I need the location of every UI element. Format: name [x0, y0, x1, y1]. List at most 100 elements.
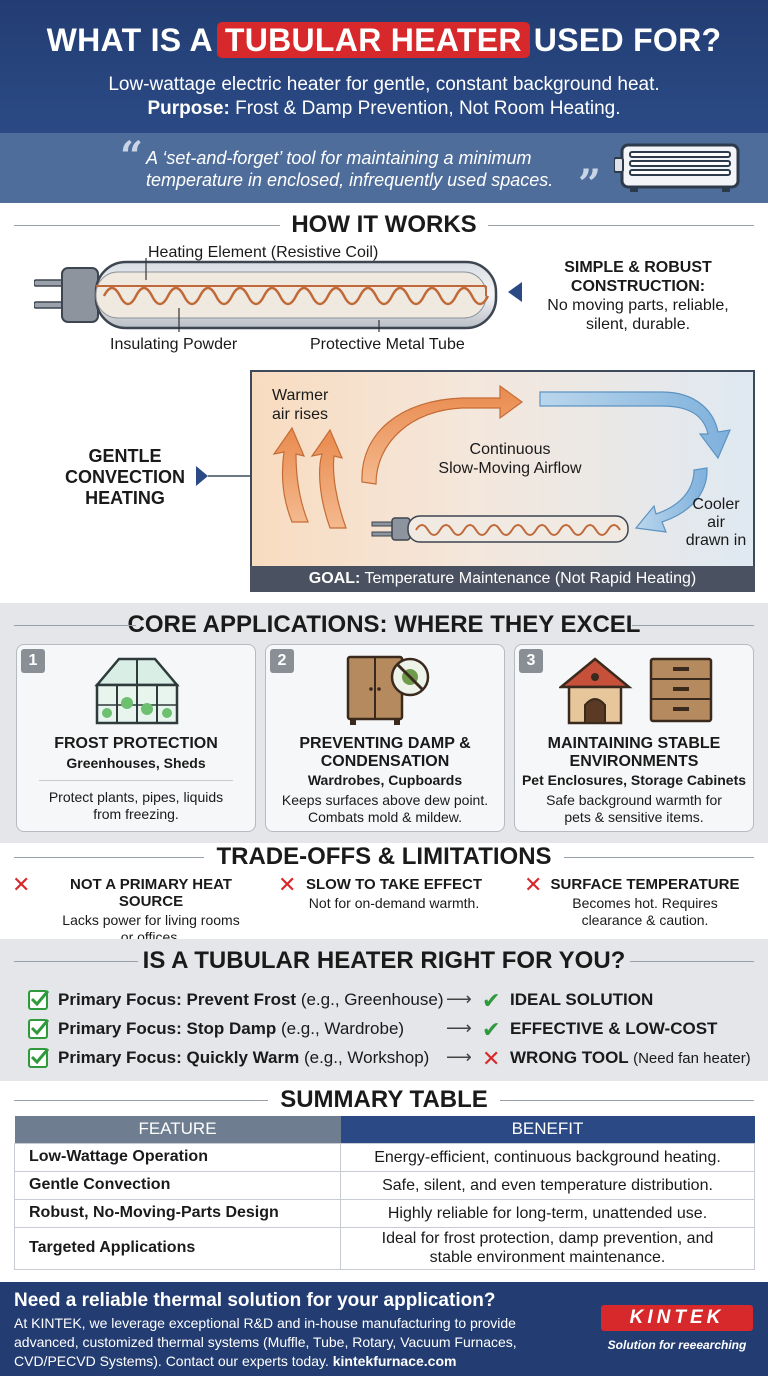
- benefit-cell: Energy-efficient, continuous background …: [340, 1142, 755, 1172]
- column-header-feature: FEATURE: [14, 1116, 341, 1143]
- decision-result: IDEAL SOLUTION: [510, 990, 654, 1009]
- greenhouse-icon: [94, 657, 180, 725]
- card-description: Protect plants, pipes, liquids from free…: [17, 789, 255, 823]
- card-title-line2: ENVIRONMENTS: [569, 753, 699, 770]
- tradeoff-desc-line1: Becomes hot. Requires: [572, 895, 718, 911]
- warm-line2: air rises: [272, 406, 329, 423]
- card-title: MAINTAINING STABLE ENVIRONMENTS: [515, 735, 753, 771]
- benefit-line1: Ideal for frost protection, damp prevent…: [381, 1230, 714, 1247]
- focus-text: Primary Focus: Stop Damp: [58, 1019, 277, 1038]
- arrow-right-icon: ⟶: [446, 1047, 472, 1067]
- card-title: PREVENTING DAMP & CONDENSATION: [266, 735, 504, 771]
- decision-row: Primary Focus: Stop Damp (e.g., Wardrobe…: [0, 1017, 768, 1042]
- feature-cell: Targeted Applications: [14, 1226, 341, 1270]
- construction-title-line2: CONSTRUCTION:: [570, 278, 706, 295]
- tradeoff-desc-line1: Lacks power for living rooms: [62, 912, 240, 928]
- goal-text: Temperature Maintenance (Not Rapid Heati…: [364, 570, 697, 587]
- right-for-you-title: IS A TUBULAR HEATER RIGHT FOR YOU?: [0, 947, 768, 975]
- decision-focus: Primary Focus: Stop Damp (e.g., Wardrobe…: [58, 1019, 404, 1039]
- checkbox-icon: [28, 1048, 49, 1068]
- application-card-frost: 1 FROST PROTECTION Greenhouses, Sheds Pr…: [16, 644, 256, 832]
- arrow-right-icon: ⟶: [446, 989, 472, 1009]
- card-desc-line2: pets & sensitive items.: [564, 809, 704, 825]
- doghouse-cabinet-icon: [559, 657, 713, 725]
- label-insulating-powder: Insulating Powder: [110, 336, 238, 353]
- warm-air-label: Warmer air rises: [272, 386, 328, 424]
- tradeoff-heading: SLOW TO TAKE EFFECT: [305, 876, 483, 893]
- card-desc-line1: Safe background warmth for: [546, 792, 722, 808]
- card-number: 3: [519, 649, 543, 673]
- result-note: (Need fan heater): [633, 1050, 751, 1067]
- table-header-row: FEATURE BENEFIT: [14, 1116, 755, 1143]
- construction-desc-line1: No moving parts, reliable,: [547, 297, 729, 314]
- label-protective-tube: Protective Metal Tube: [310, 336, 465, 353]
- cross-icon: ✕: [482, 1046, 501, 1071]
- cross-icon: ✕: [278, 872, 297, 897]
- card-subtitle: Greenhouses, Sheds: [66, 755, 206, 771]
- check-icon: ✔: [482, 1017, 501, 1042]
- tradeoff-heading: SURFACE TEMPERATURE: [550, 876, 740, 893]
- cool-line1: Cooler: [692, 496, 740, 513]
- footer-body: At KINTEK, we leverage exceptional R&D a…: [14, 1314, 554, 1371]
- benefit-line2: stable environment maintenance.: [429, 1249, 666, 1266]
- footer: Need a reliable thermal solution for you…: [0, 1282, 768, 1376]
- card-desc-line2: Combats mold & mildew.: [307, 809, 463, 825]
- card-subtitle: Pet Enclosures, Storage Cabinets: [521, 772, 747, 788]
- close-quote-icon: ”: [578, 161, 602, 208]
- tradeoff-item: NOT A PRIMARY HEAT SOURCE Lacks power fo…: [40, 876, 262, 946]
- label-heating-element: Heating Element (Resistive Coil): [148, 244, 379, 261]
- tradeoff-desc-line2: clearance & caution.: [581, 912, 709, 928]
- quote-line-1: A ‘set-and-forget’ tool for maintaining …: [146, 148, 532, 168]
- construction-title-line1: SIMPLE & ROBUST: [564, 259, 712, 276]
- construction-desc: No moving parts, reliable, silent, durab…: [524, 296, 752, 334]
- decision-row: Primary Focus: Prevent Frost (e.g., Gree…: [0, 988, 768, 1013]
- summary-table: FEATURE BENEFIT Low-Wattage Operation En…: [14, 1116, 755, 1270]
- airflow-label: Continuous Slow-Moving Airflow: [420, 440, 600, 478]
- feature-cell: Low-Wattage Operation: [14, 1142, 341, 1172]
- card-description: Safe background warmth for pets & sensit…: [515, 792, 753, 826]
- focus-example: (e.g., Wardrobe): [280, 1019, 405, 1038]
- footer-link[interactable]: kintekfurnace.com: [332, 1353, 457, 1369]
- title-highlight: TUBULAR HEATER: [216, 22, 530, 58]
- summary-title: SUMMARY TABLE: [0, 1086, 768, 1114]
- check-icon: ✔: [482, 988, 501, 1013]
- footer-body-text: At KINTEK, we leverage exceptional R&D a…: [14, 1315, 517, 1369]
- checkbox-icon: [28, 1019, 49, 1039]
- convection-line1: GENTLE: [88, 446, 162, 466]
- card-desc-line2: from freezing.: [93, 806, 179, 822]
- benefit-cell: Safe, silent, and even temperature distr…: [340, 1170, 755, 1200]
- arrow-right-icon: ⟶: [446, 1018, 472, 1038]
- card-number: 2: [270, 649, 294, 673]
- flow-line2: Slow-Moving Airflow: [438, 460, 582, 477]
- subtitle: Low-wattage electric heater for gentle, …: [108, 74, 660, 95]
- table-row: Low-Wattage Operation Energy-efficient, …: [14, 1142, 755, 1172]
- cool-line2: air: [707, 514, 725, 531]
- footer-heading: Need a reliable thermal solution for you…: [14, 1290, 496, 1311]
- focus-text: Primary Focus: Prevent Frost: [58, 990, 297, 1009]
- convection-label: GENTLE CONVECTION HEATING: [52, 446, 198, 509]
- cool-air-label: Cooler air drawn in: [678, 496, 754, 550]
- cross-icon: ✕: [524, 872, 543, 897]
- title-after: USED FOR?: [533, 22, 722, 58]
- how-it-works-title: HOW IT WORKS: [0, 211, 768, 239]
- application-card-stable: 3 MAINTAINING STABLE ENVIRONMENTS Pet En…: [514, 644, 754, 832]
- open-quote-icon: “: [120, 133, 144, 180]
- application-card-damp: 2 PREVENTING DAMP & CONDENSATION Wardrob…: [265, 644, 505, 832]
- purpose-line: Purpose: Frost & Damp Prevention, Not Ro…: [0, 98, 768, 120]
- tradeoff-item: SURFACE TEMPERATURE Becomes hot. Require…: [550, 876, 740, 929]
- card-divider: [39, 780, 233, 781]
- card-subtitle: Wardrobes, Cupboards: [307, 772, 463, 788]
- tradeoff-item: SLOW TO TAKE EFFECT Not for on-demand wa…: [304, 876, 484, 912]
- table-row: Robust, No-Moving-Parts Design Highly re…: [14, 1198, 755, 1228]
- checkbox-icon: [28, 990, 49, 1010]
- right-for-you-section: [0, 939, 768, 1081]
- focus-example: (e.g., Workshop): [303, 1048, 430, 1067]
- purpose-label: Purpose:: [147, 98, 230, 119]
- card-number: 1: [21, 649, 45, 673]
- tradeoffs-title: TRADE-OFFS & LIMITATIONS: [0, 843, 768, 871]
- pointer-triangle-icon: [508, 282, 522, 302]
- card-description: Keeps surfaces above dew point. Combats …: [266, 792, 504, 826]
- decision-focus: Primary Focus: Prevent Frost (e.g., Gree…: [58, 990, 444, 1010]
- convection-line3: HEATING: [85, 488, 165, 508]
